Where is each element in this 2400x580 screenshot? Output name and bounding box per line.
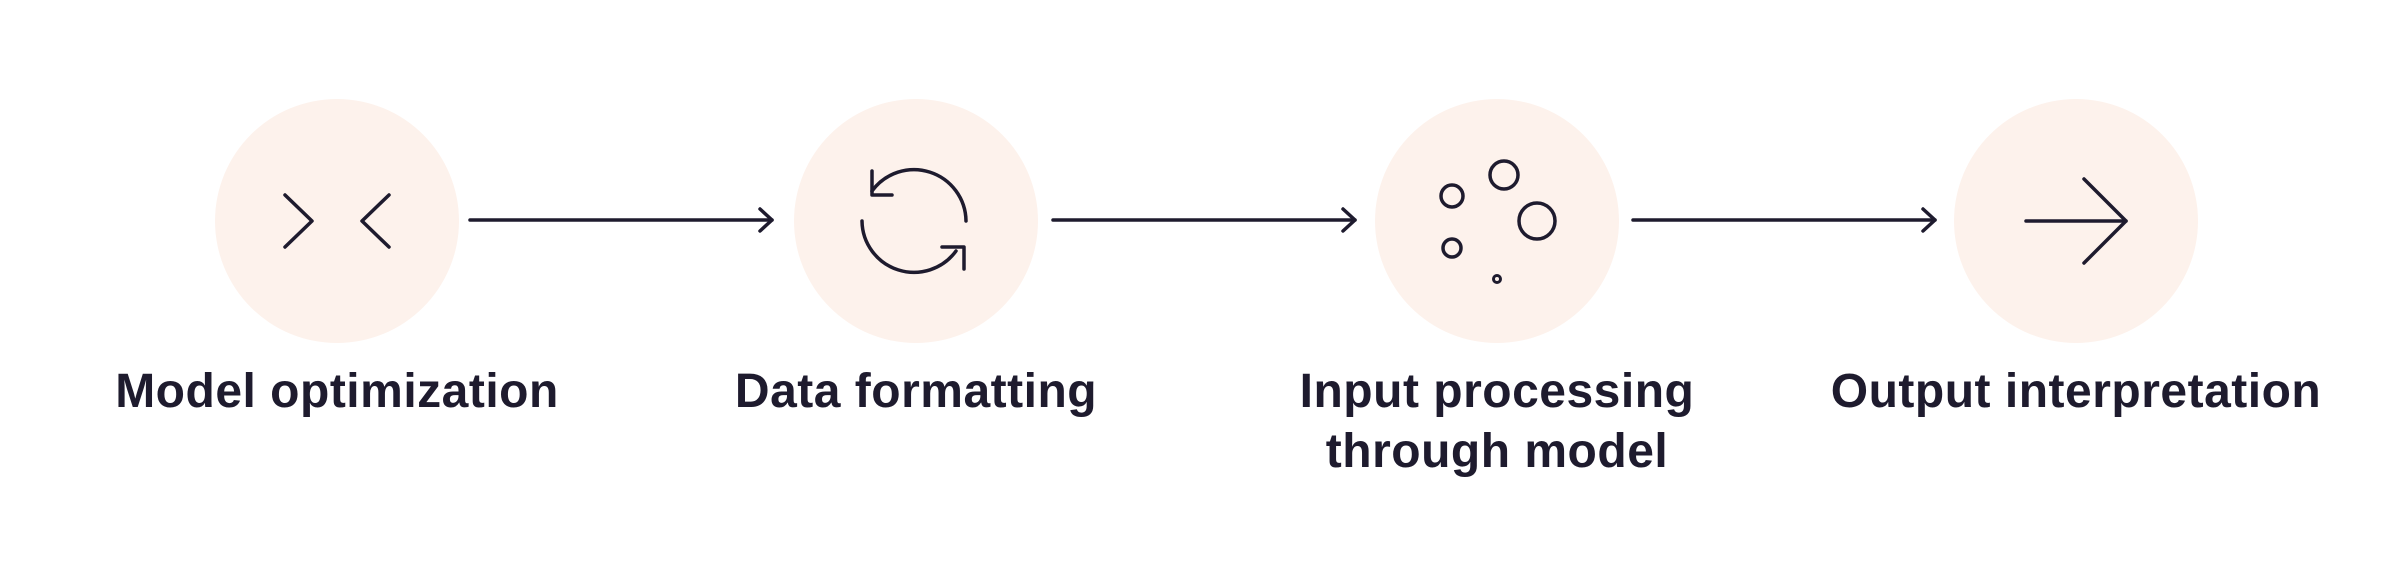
collapse-arrows-icon: [283, 193, 391, 249]
step-data-formatting-circle: [794, 99, 1038, 343]
refresh-cycle-icon: [860, 167, 968, 275]
step-label-output-interpretation: Output interpretation: [1830, 365, 2322, 418]
connector-arrow-2: [1051, 200, 1359, 240]
step-input-processing-circle: [1375, 99, 1619, 343]
step-output-interpretation-circle: [1954, 99, 2198, 343]
step-model-optimization-circle: [215, 99, 459, 343]
step-label-model-optimization: Model optimization: [115, 365, 559, 418]
bubbles-icon: [1439, 159, 1557, 284]
step-label-data-formatting: Data formatting: [734, 365, 1098, 418]
connector-arrow-3: [1631, 200, 1939, 240]
arrow-right-icon: [2024, 177, 2128, 265]
connector-arrow-1: [468, 200, 776, 240]
step-label-input-processing: Input processing through model: [1299, 365, 1695, 478]
